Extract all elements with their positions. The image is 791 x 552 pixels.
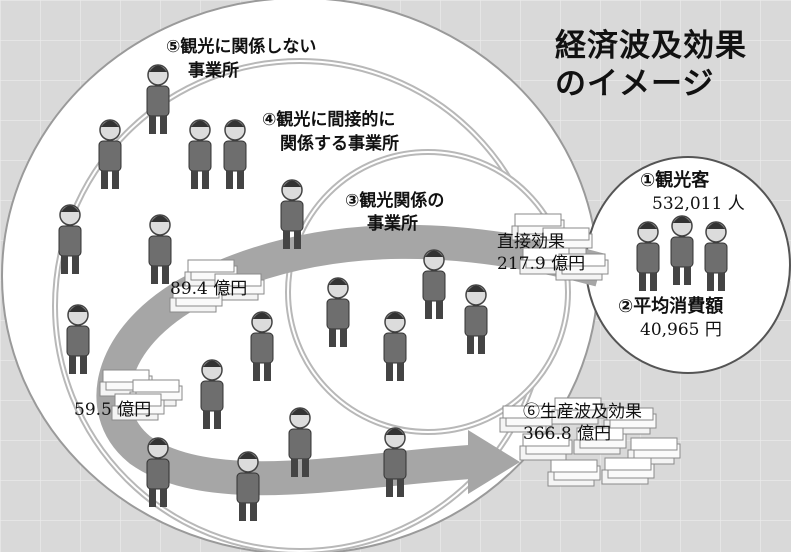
ripple-arrow: [96, 224, 605, 496]
average-spend-label: ②平均消費額: [618, 296, 724, 317]
second-round-effect-value: 89.4 億円: [170, 279, 248, 299]
visitor-label: ①観光客: [640, 170, 710, 191]
diagram-title-line1: 経済波及効果: [555, 28, 747, 64]
total-effect-label: ⑥生産波及効果: [523, 402, 642, 422]
ring-unrelated-label-line1: ⑤観光に関係しない: [166, 37, 317, 57]
ring-indirect-label-line2: 関係する事業所: [280, 134, 399, 154]
direct-effect-value: 217.9 億円: [497, 254, 586, 274]
ring-tourism-label-line2: 事業所: [367, 214, 418, 234]
ring-unrelated-label-line2: 事業所: [188, 61, 239, 81]
diagram-title-line2: のイメージ: [555, 66, 715, 102]
visitor-count: 532,011 人: [652, 194, 745, 214]
ripple-arrow-head: [468, 430, 520, 494]
ring-indirect-label-line1: ④観光に間接的に: [262, 110, 396, 130]
direct-effect-label: 直接効果: [497, 232, 565, 252]
ring-tourism-label-line1: ③観光関係の: [345, 191, 445, 211]
total-effect-value: 366.8 億円: [523, 424, 612, 444]
third-round-effect-value: 59.5 億円: [74, 400, 152, 420]
average-spend-value: 40,965 円: [640, 320, 722, 340]
